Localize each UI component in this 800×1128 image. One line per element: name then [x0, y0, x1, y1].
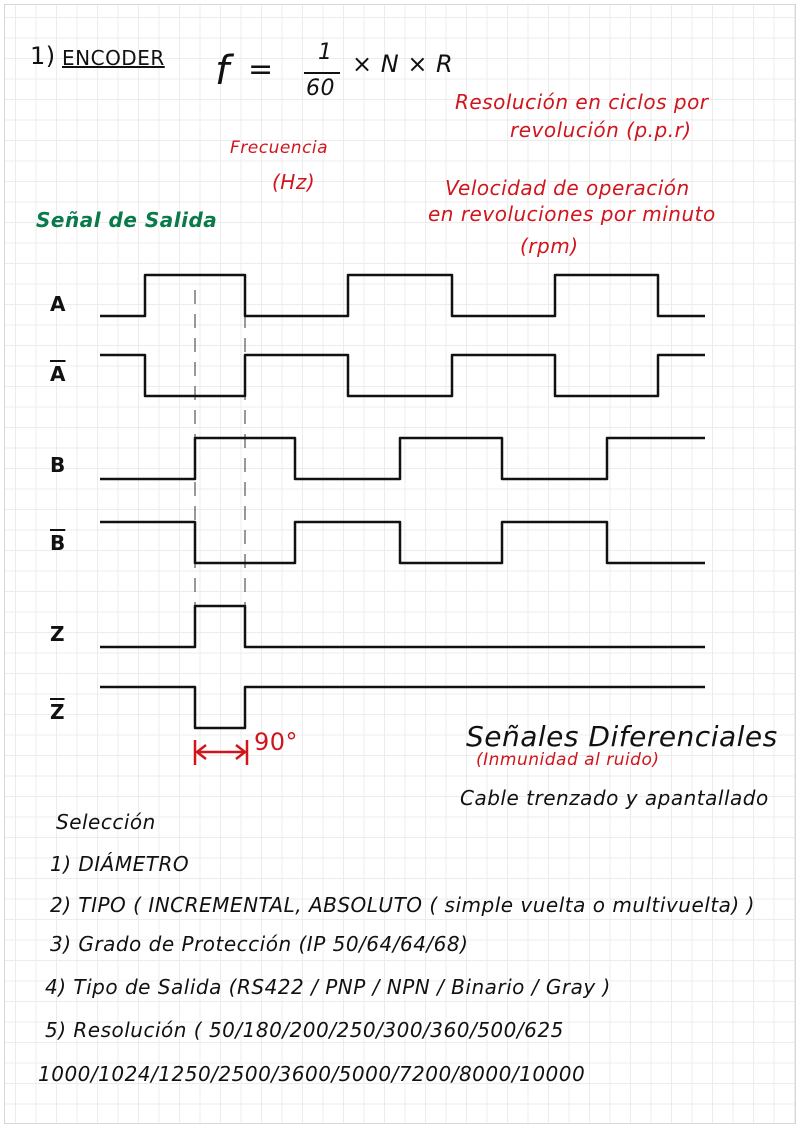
speed-note-3: (rpm) [520, 234, 579, 258]
signal-label-b-bar: B [50, 531, 66, 555]
signal-label-a: A [50, 292, 66, 316]
signal-label-z: Z [50, 622, 65, 646]
waveform-b-bar [100, 520, 705, 565]
formula-denominator: 60 [306, 76, 335, 101]
selection-item: 1000/1024/1250/2500/3600/5000/7200/8000/… [38, 1062, 586, 1086]
formula-rest: × N × R [352, 50, 454, 78]
signal-label-z-bar: Z [50, 700, 65, 724]
signal-label-b: B [50, 453, 66, 477]
formula-eq: = [248, 52, 274, 87]
selection-item: 5) Resolución ( 50/180/200/250/300/360/5… [45, 1018, 564, 1042]
formula-numerator: 1 [318, 40, 333, 65]
resolution-note-1: Resolución en ciclos por [455, 90, 709, 114]
fraction-bar [304, 72, 340, 74]
frequency-unit: (Hz) [272, 170, 316, 194]
phase-arrow [193, 740, 249, 765]
formula-f: f [215, 48, 230, 94]
frequency-note: Frecuencia [230, 138, 329, 158]
resolution-note-2: revolución (p.p.r) [510, 118, 692, 142]
speed-note-1: Velocidad de operación [445, 176, 690, 200]
selection-item: 4) Tipo de Salida (RS422 / PNP / NPN / B… [45, 975, 611, 999]
section-title: Señal de Salida [36, 208, 218, 232]
selection-item: 3) Grado de Protección (IP 50/64/64/68) [50, 932, 469, 956]
speed-note-2: en revoluciones por minuto [428, 202, 716, 226]
waveform-z [100, 604, 705, 649]
differential-title: Señales Diferenciales [466, 720, 778, 753]
phase-label: 90° [254, 728, 299, 756]
selection-item: 2) TIPO ( INCREMENTAL, ABSOLUTO ( simple… [50, 893, 755, 917]
selection-item: 1) DIÁMETRO [50, 852, 190, 876]
waveform-z-bar [100, 685, 705, 730]
waveform-b [100, 436, 705, 481]
heading-number: 1) [30, 42, 56, 70]
cable-note: Cable trenzado y apantallado [460, 786, 769, 810]
waveform-a-bar [100, 353, 705, 398]
differential-subtitle: (Inmunidad al ruido) [476, 750, 660, 770]
waveform-a [100, 273, 705, 318]
selection-title: Selección [56, 810, 156, 834]
signal-label-a-bar: A [50, 362, 66, 386]
heading-title: ENCODER [62, 46, 165, 70]
